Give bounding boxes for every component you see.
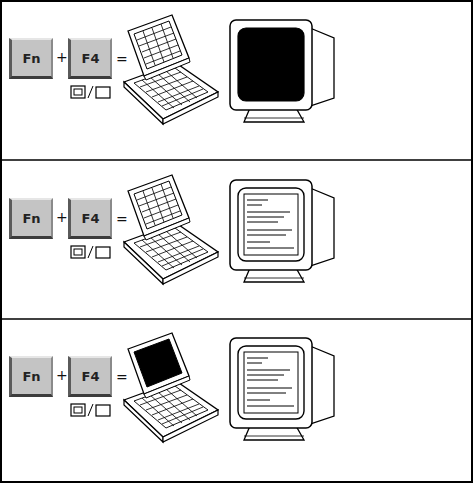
plus-sign: + [56,367,68,383]
f4-key: F4 [68,38,112,79]
monitor [230,338,334,440]
fn-key: Fn [9,38,53,79]
monitor [230,20,334,122]
equals-sign: = [116,51,128,67]
display-mode-icon [71,246,110,258]
equals-sign: = [116,369,128,385]
monitor-screen-on [238,346,304,419]
laptop-screen-off [134,339,182,387]
f4-key: F4 [68,198,112,239]
monitor [230,180,334,282]
laptop [124,175,218,284]
plus-sign: + [56,209,68,225]
fn-key: Fn [9,356,53,397]
laptop [124,15,218,124]
laptop-screen-on [134,181,182,229]
plus-sign: + [56,49,68,65]
display-mode-icon [71,404,110,416]
f4-key: F4 [68,356,112,397]
monitor-screen-off [238,28,304,101]
key-label: F4 [82,51,100,66]
key-label: Fn [22,51,40,66]
display-mode-icon [71,86,110,98]
key-label: Fn [22,211,40,226]
row-divider [1,159,472,161]
fn-key: Fn [9,198,53,239]
monitor-screen-on [238,188,304,261]
row-divider [1,318,472,320]
equals-sign: = [116,211,128,227]
key-label: Fn [22,369,40,384]
key-label: F4 [82,211,100,226]
laptop [124,333,218,442]
key-label: F4 [82,369,100,384]
laptop-screen-on [134,21,182,69]
